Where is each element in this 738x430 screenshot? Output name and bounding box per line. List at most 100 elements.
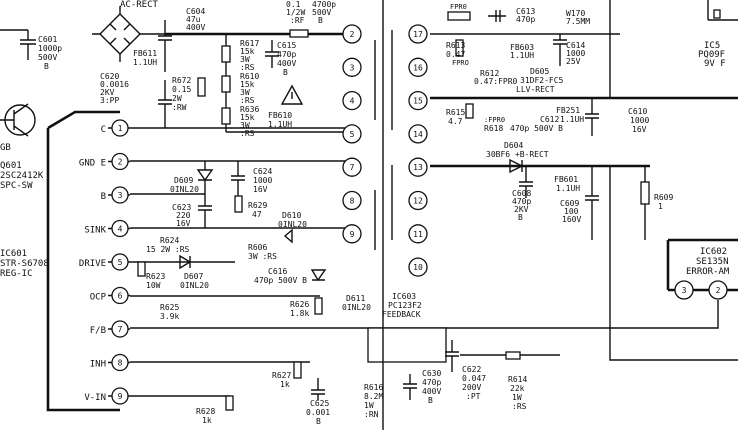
c620-val2: 2KV [100, 88, 115, 97]
ic601-pin-label: F/B [90, 326, 106, 336]
c609-val1: 100 [564, 207, 579, 216]
ic601-val2: REG-IC [0, 269, 33, 279]
r613-resistor: R613 0.47 [446, 39, 465, 59]
c623-capacitor: C623 220 16V [172, 194, 212, 228]
c623-ref: C623 [172, 203, 191, 212]
r-top-l2: 1/2W [286, 8, 305, 17]
c609-capacitor: C609 100 160V [560, 166, 599, 240]
c625-capacitor: C625 0.001 B [306, 378, 330, 426]
c609-val2: 160V [562, 215, 581, 224]
ic601-pin [111, 186, 129, 204]
d604-diode: D604 30BF6 +B-RECT [486, 141, 549, 174]
transformer-right-pin [408, 24, 428, 44]
c616-val: 470p 500V B [254, 276, 307, 285]
ic603: IC603 PC123F2 FEEDBACK [367, 292, 447, 363]
r-top-l3: :RF [290, 16, 305, 25]
r606-ref: R606 [248, 243, 267, 252]
r610-val1: 15k [240, 80, 255, 89]
d609-diode: D609 0INL20 [170, 161, 214, 194]
ic601-ref: IC601 [0, 249, 27, 259]
c615-ref: C615 [277, 41, 296, 50]
d610-val: 0INL20 [278, 220, 307, 229]
c-top-l1: 4700p [312, 0, 336, 9]
c614-ref: C614 [566, 41, 585, 50]
transformer [374, 0, 393, 430]
c622-val1: 0.047 [462, 374, 486, 383]
w170-ref: W170 [566, 9, 585, 18]
c620-val3: 3:PP [100, 96, 119, 105]
transformer-right-pin-number: 15 [413, 97, 423, 106]
ic601-pin-label: SINK [84, 226, 106, 236]
transformer-left-pin-number: 4 [350, 97, 355, 106]
ic601-pin-number: 1 [118, 124, 123, 133]
d610-ref: D610 [282, 211, 301, 220]
fb603-val: 1.1UH [510, 51, 534, 60]
r609-val: 1 [658, 202, 663, 211]
r613-val: 0.47 [446, 50, 465, 59]
warning-triangle [280, 84, 304, 105]
r615-resistor: R615 4.7 [446, 103, 474, 126]
r617-ref: R617 [240, 39, 259, 48]
ic601-pin-number: 3 [118, 191, 123, 200]
transformer-right-pin-number: 12 [413, 197, 423, 206]
fb603-ferrite: FB603 1.1UH [510, 43, 534, 60]
c612-capacitor: C612 1.1UH 470p 500V B [510, 115, 584, 133]
c625-ref: C625 [310, 399, 329, 408]
r609-resistor: R609 1 [640, 166, 673, 240]
fpr0-top: FPR0 [447, 3, 471, 21]
c604-val1: 47u [186, 15, 201, 24]
transformer-right-pin-number: 11 [413, 230, 423, 239]
d605-ref: D605 [530, 67, 549, 76]
transformer-right-pin [408, 190, 428, 211]
r618-ref: R618 [484, 124, 503, 133]
c610-val2: 16V [632, 125, 647, 134]
c612-val: 1.1UH [560, 115, 584, 124]
r617-val3: :RS [240, 63, 255, 72]
r616-val2: 1W [364, 401, 374, 410]
r618-val: :FPR0 [484, 116, 505, 124]
transformer-right-pin [408, 257, 428, 277]
c-top-l3: B [318, 16, 323, 25]
d609-ref: D609 [174, 176, 193, 185]
c622-ref: C622 [462, 365, 481, 374]
llv-rect-label: LLV-RECT [516, 85, 555, 94]
ic601: IC601 STR-S6708 REG-IC [0, 110, 120, 412]
ic601-pin-label: OCP [90, 293, 107, 303]
c614-capacitor: C614 1000 25V [553, 34, 585, 66]
c601-val1: 1000p [38, 44, 62, 53]
ic5-l3: 9V F [704, 59, 726, 69]
c-top-l2: 500V [312, 8, 331, 17]
c630-val2: 400V [422, 387, 441, 396]
q601-transistor: GB Q601 2SC2412K SPC-SW [0, 103, 44, 191]
c624-ref: C624 [253, 167, 272, 176]
r626-resistor: R626 1.8k [290, 297, 323, 318]
c620-val1: 0.0016 [100, 80, 129, 89]
ic601-val1: STR-S6708 [0, 259, 49, 269]
ic601-pin [111, 152, 129, 171]
c612-extra: 470p 500V B [510, 124, 563, 133]
transformer-left-pin-number: 9 [350, 230, 355, 239]
ic601-pin-number: 6 [118, 292, 123, 301]
q601-val2: SPC-SW [0, 181, 33, 191]
r672-val1: 0.15 [172, 85, 191, 94]
ic602-pin [674, 280, 694, 300]
r614-val2: 1W [512, 393, 522, 402]
fb601-ref: FB601 [554, 175, 578, 184]
r625-val: 3.9k [160, 312, 179, 321]
q601-ref: Q601 [0, 161, 22, 171]
q601-val1: 2SC2412K [0, 171, 44, 181]
r606-resistor: R606 3W :RS [248, 243, 277, 261]
top-resistor: 0.1 1/2W :RF 4700p 500V B [286, 0, 336, 38]
bridge-rectifier: AC-RECT [92, 0, 165, 62]
ic602-pin [708, 280, 728, 300]
r629-resistor: R629 47 [234, 195, 267, 219]
ic602-lead [460, 300, 719, 329]
r612-ref: R612 [480, 69, 499, 78]
r636-ref: R636 [240, 105, 259, 114]
c608-val3: B [518, 213, 523, 222]
r-top-l1: 0.1 [286, 0, 301, 9]
c612-ref: C612 [540, 115, 559, 124]
ic601-pin-number: 8 [118, 359, 123, 368]
ic5-l2: PQ09F [698, 50, 725, 60]
